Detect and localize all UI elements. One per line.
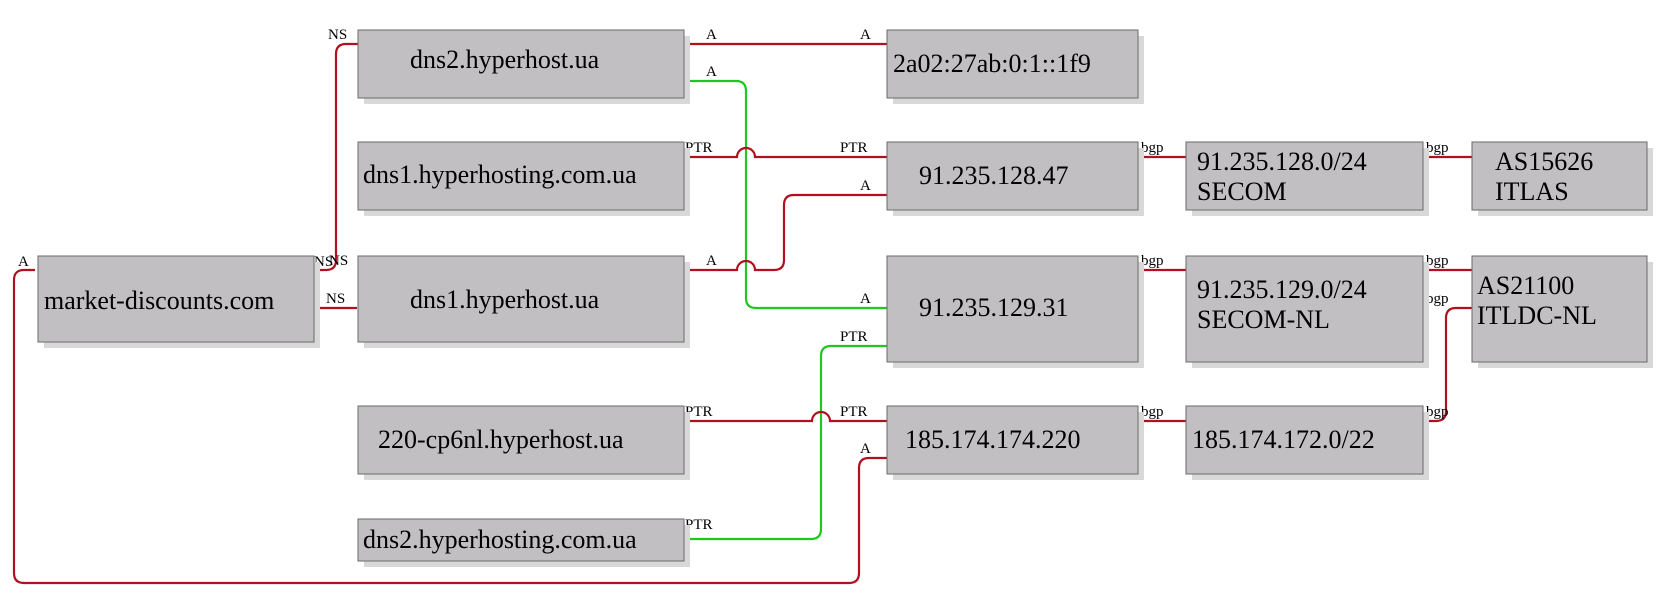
node-ip-91-235-129-31-label-1: 91.235.129.31: [919, 293, 1069, 322]
node-dns2-hyperhost-ua: dns2.hyperhost.ua: [357, 29, 690, 104]
node-dns2-hyperhosting-com-ua-label-1: dns2.hyperhosting.com.ua: [363, 525, 637, 554]
label-ns-dns1-hyperhost: NS: [329, 253, 348, 269]
label-bgp-net-91-235-128: bgp: [1426, 140, 1449, 156]
node-dns2-hyperhost-ua-box: [357, 29, 685, 99]
node-dns1-hyperhost-ua-box: [357, 255, 685, 343]
node-ip-185-174-174-220-box: [886, 405, 1139, 475]
node-ip-91-235-128-47-label-1: 91.235.128.47: [919, 161, 1069, 190]
edge-cp6nl-to-185-174-174-220: [684, 410, 887, 423]
node-net-91-235-129-0-24-label-2: SECOM-NL: [1197, 305, 1330, 334]
node-ipv6-2a02-27ab-label-1: 2a02:27ab:0:1::1f9: [893, 49, 1091, 78]
label-ptr-dns2-hyperhosting-out: PTR: [685, 517, 713, 533]
edges-layer: [12, 42, 1472, 585]
node-as21100-itldc-nl-label-1: AS21100: [1477, 271, 1574, 300]
node-ipv6-2a02-27ab-box: [886, 29, 1139, 99]
label-bgp-as21100-in: bgp: [1426, 291, 1449, 307]
node-dns1-hyperhost-ua: dns1.hyperhost.ua: [357, 255, 690, 348]
node-net-185-174-172-0-22-box: [1185, 405, 1424, 475]
node-ip-185-174-174-220-label-1: 185.174.174.220: [905, 425, 1081, 454]
edge-net-185-174-172-to-as21100: [1425, 306, 1472, 423]
node-as15626-itlas-label-1: AS15626: [1495, 147, 1593, 176]
label-a-market-discounts: A: [18, 254, 29, 270]
label-ptr-cp6nl-out: PTR: [685, 404, 713, 420]
node-as21100-itldc-nl-label-2: ITLDC-NL: [1477, 301, 1597, 330]
node-dns1-hyperhosting-com-ua-label-1: dns1.hyperhosting.com.ua: [363, 160, 637, 189]
label-a-ipv6-in: A: [860, 27, 871, 43]
node-ip-91-235-128-47-box: [886, 141, 1139, 211]
node-ipv6-2a02-27ab: 2a02:27ab:0:1::1f9: [886, 29, 1144, 104]
label-a-dns2-hyperhost-out: A: [706, 27, 717, 43]
label-bgp-91-235-128-47: bgp: [1141, 140, 1164, 156]
node-ip-91-235-129-31: 91.235.129.31: [886, 255, 1144, 368]
edge-market-discounts-to-dns2-hyperhost: [317, 42, 358, 272]
node-dns1-hyperhosting-com-ua-box: [357, 141, 685, 211]
label-ns-market-bottom: NS: [326, 291, 345, 307]
node-net-91-235-128-0-24-box: [1185, 141, 1424, 211]
node-dns2-hyperhost-ua-label-1: dns2.hyperhost.ua: [410, 45, 600, 74]
node-net-91-235-128-0-24-label-1: 91.235.128.0/24: [1197, 147, 1367, 176]
node-ip-185-174-174-220: 185.174.174.220: [886, 405, 1144, 480]
label-ptr-91-235-129-31-in: PTR: [840, 329, 868, 345]
node-dns2-hyperhosting-com-ua-box: [357, 518, 685, 562]
node-net-91-235-128-0-24-label-2: SECOM: [1197, 177, 1287, 206]
edge-dns1-hyperhosting-to-91-235-128-47: [684, 146, 887, 159]
label-bgp-91-235-129-31: bgp: [1141, 253, 1164, 269]
node-market-discounts-com-label-1: market-discounts.com: [44, 286, 274, 315]
label-ptr-91-235-128-47-in: PTR: [840, 140, 868, 156]
label-bgp-185-174-174-220: bgp: [1141, 404, 1164, 420]
edge-labels-layer: A NS NS NS NS A A A PTR PTR A A A PTR PT…: [18, 27, 1449, 533]
label-bgp-net-185-174-172: bgp: [1426, 404, 1449, 420]
label-ptr-185-174-174-220-in: PTR: [840, 404, 868, 420]
label-bgp-net-91-235-129: bgp: [1426, 253, 1449, 269]
node-net-185-174-172-0-22: 185.174.172.0/22: [1185, 405, 1429, 480]
label-a-dns1-hyperhost-out: A: [706, 253, 717, 269]
label-a-91-235-128-47-in: A: [860, 178, 871, 194]
node-net-91-235-129-0-24-label-1: 91.235.129.0/24: [1197, 275, 1367, 304]
edge-dns1-hyperhost-to-91-235-128-47: [684, 193, 887, 272]
node-220-cp6nl-hyperhost-ua-label-1: 220-cp6nl.hyperhost.ua: [378, 425, 624, 454]
node-220-cp6nl-hyperhost-ua: 220-cp6nl.hyperhost.ua: [357, 405, 690, 480]
node-net-91-235-129-0-24-box: [1185, 255, 1424, 363]
label-ns-dns2-hyperhost: NS: [328, 27, 347, 43]
edge-dns2-hyperhosting-to-91-235-129-31: [684, 344, 887, 541]
node-as15626-itlas-label-2: ITLAS: [1495, 177, 1569, 206]
node-dns2-hyperhosting-com-ua: dns2.hyperhosting.com.ua: [357, 518, 690, 567]
node-net-185-174-172-0-22-label-1: 185.174.172.0/22: [1192, 425, 1375, 454]
label-a-dns2-hyperhost-green: A: [706, 64, 717, 80]
node-dns1-hyperhost-ua-label-1: dns1.hyperhost.ua: [410, 285, 600, 314]
edge-market-discounts-to-185-174-174-220: [12, 268, 887, 585]
label-a-91-235-129-31-in: A: [860, 291, 871, 307]
node-dns1-hyperhosting-com-ua: dns1.hyperhosting.com.ua: [357, 141, 690, 216]
node-220-cp6nl-hyperhost-ua-box: [357, 405, 685, 475]
node-ip-91-235-128-47: 91.235.128.47: [886, 141, 1144, 216]
label-a-185-174-174-220-in: A: [860, 441, 871, 457]
node-as15626-itlas-box: [1471, 141, 1648, 211]
node-as21100-itldc-nl-box: [1471, 255, 1648, 363]
node-market-discounts-com: market-discounts.com: [37, 255, 320, 348]
edge-dns2-hyperhost-to-91-235-129-31: [684, 79, 887, 310]
node-market-discounts-com-box: [37, 255, 315, 343]
nodes-layer: market-discounts.com dns2.hyperhost.ua dns…: [37, 29, 1653, 567]
node-ip-91-235-129-31-box: [886, 255, 1139, 363]
label-ptr-dns1-hyperhosting-out: PTR: [685, 140, 713, 156]
